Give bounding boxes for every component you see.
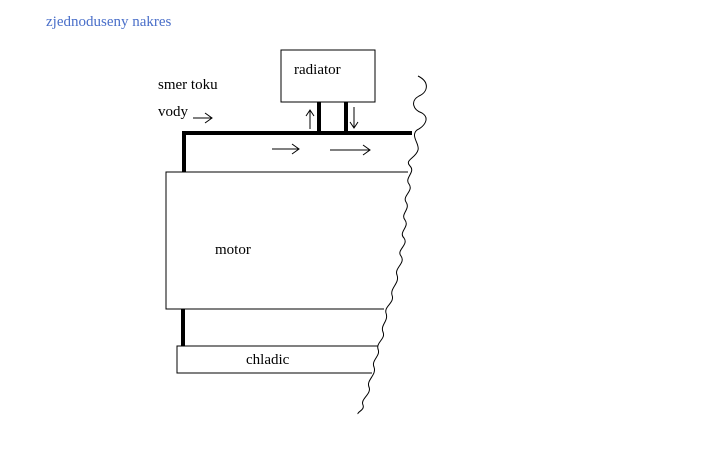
cooler-label: chladic (246, 352, 290, 368)
break-line (357, 75, 427, 415)
motor-label: motor (215, 242, 251, 258)
page-title: zjednoduseny nakres (46, 14, 172, 30)
flow-arrow-icon (330, 144, 371, 156)
motor-block (165, 171, 408, 310)
radiator-label: radiator (294, 62, 341, 78)
up-arrow-icon (305, 109, 315, 129)
radiator-box (280, 49, 376, 103)
water-label: vody (158, 104, 188, 120)
flow-arrow-icon (272, 143, 300, 155)
flow-direction-label: smer toku (158, 77, 218, 93)
legend-arrow-icon (193, 112, 213, 124)
down-arrow-icon (349, 107, 359, 129)
cooler-box (176, 345, 378, 374)
